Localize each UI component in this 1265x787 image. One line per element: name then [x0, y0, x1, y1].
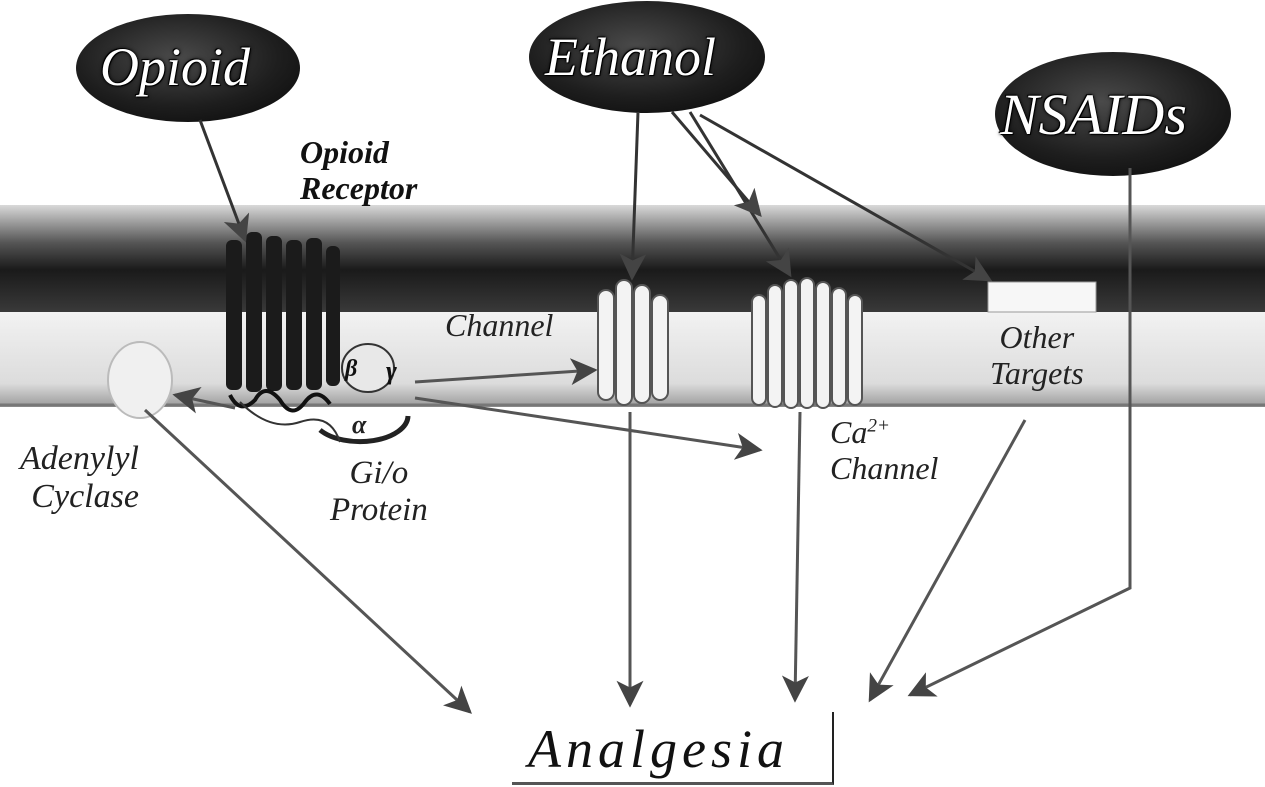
alpha-label: α: [352, 410, 366, 439]
gamma-label: γ: [386, 356, 397, 385]
ca-channel-word: Channel: [830, 450, 938, 486]
opioid-receptor-label: Opioid Receptor: [300, 135, 417, 207]
beta-label: β: [345, 356, 357, 383]
adenylyl-cyclase-label: Adenylyl Cyclase: [20, 440, 139, 516]
ethanol-drug-label: Ethanol: [545, 30, 716, 84]
ca-channel-label: Ca2+ Channel: [830, 415, 938, 487]
other-targets-label: Other Targets: [990, 320, 1084, 392]
adenylyl-cyclase-shape: [108, 342, 172, 418]
nsaids-drug-label: NSAIDs: [1000, 86, 1187, 144]
channel-label: Channel: [445, 308, 553, 344]
ca-label: Ca: [830, 414, 867, 450]
channel-shape: [598, 280, 668, 405]
other-targets-shape: [988, 282, 1096, 312]
gi-protein-label: Gi/o Protein: [330, 455, 428, 529]
analgesia-label: Analgesia: [528, 718, 789, 780]
ca-charge-label: 2+: [867, 415, 890, 436]
ca-channel-shape: [752, 278, 862, 408]
opioid-drug-label: Opioid: [100, 40, 250, 94]
